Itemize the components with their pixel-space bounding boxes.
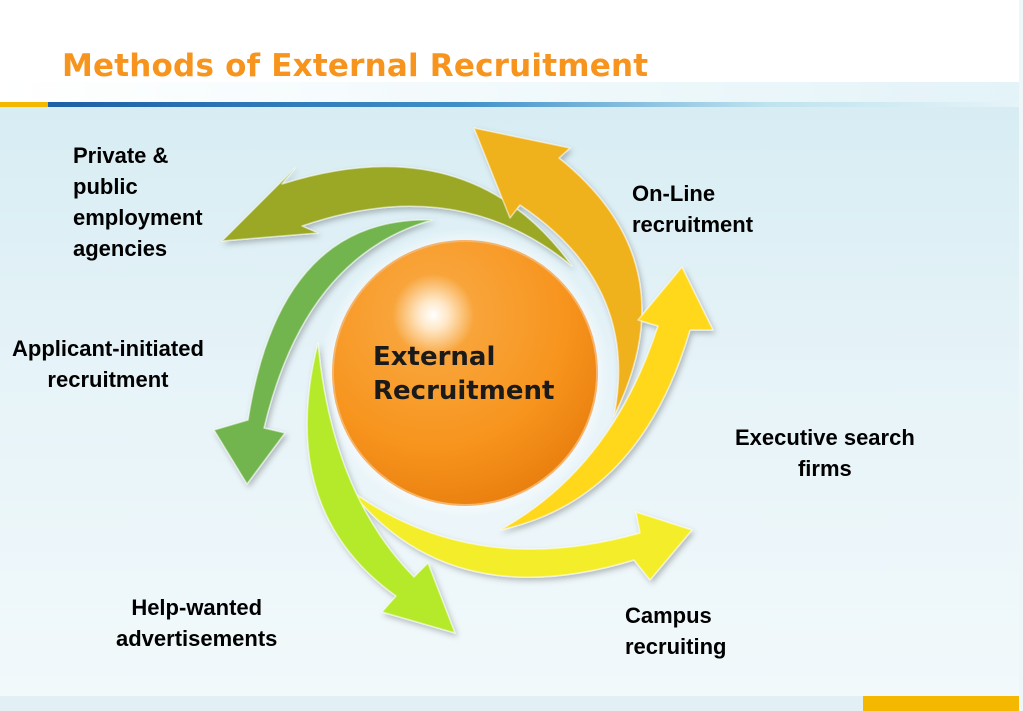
slide-header-area xyxy=(0,0,1023,82)
footer-strip xyxy=(0,696,1023,711)
label-executive-search-firms: Executive search firms xyxy=(735,425,915,481)
arrow-help-wanted-ads xyxy=(306,342,456,634)
label-online-recruitment: On-Line recruitment xyxy=(632,181,754,237)
label-applicant-initiated: Applicant-initiated recruitment xyxy=(12,336,204,392)
footer-accent-bar xyxy=(863,696,1023,711)
arrow-private-public-agencies xyxy=(221,165,573,267)
title-underline-rule xyxy=(0,102,1023,107)
arrow-applicant-initiated xyxy=(213,219,433,485)
arrow-executive-search-firms xyxy=(499,266,714,531)
arrow-campus-recruiting xyxy=(349,489,693,581)
label-campus-recruiting: Campus recruiting xyxy=(625,603,727,659)
title-band xyxy=(0,82,1023,104)
slide-title: Methods of External Recruitment xyxy=(62,48,649,84)
center-label: External Recruitment xyxy=(373,342,555,406)
label-help-wanted-ads: Help-wanted advertisements xyxy=(116,595,278,651)
center-orb xyxy=(332,240,598,506)
label-private-public-agencies: Private & public employment agencies xyxy=(73,143,203,261)
slide-right-edge xyxy=(1019,0,1023,711)
